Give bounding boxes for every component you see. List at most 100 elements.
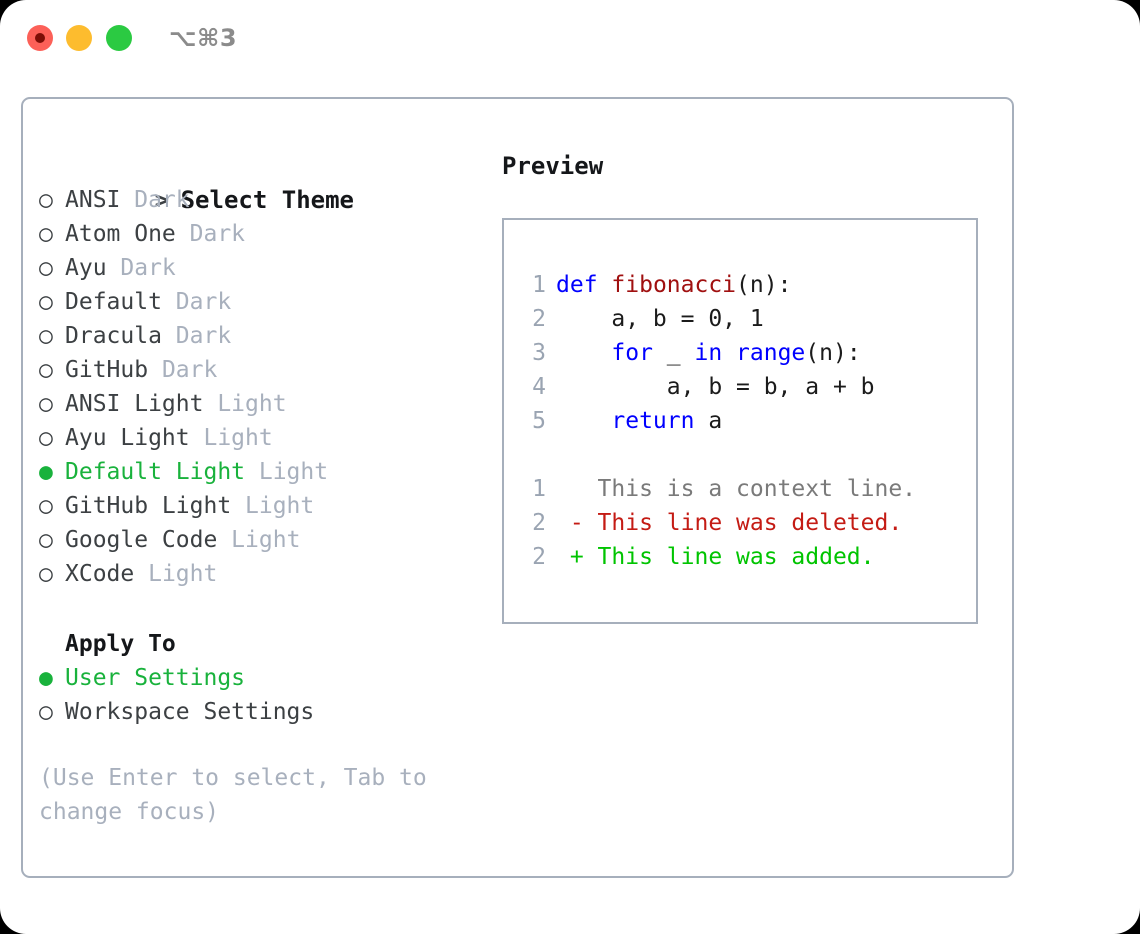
theme-variant-label: Dark bbox=[120, 187, 190, 213]
code-token bbox=[598, 272, 612, 298]
radio-unselected-icon: ○ bbox=[39, 561, 53, 587]
theme-list-item[interactable]: ○ Default Dark bbox=[39, 285, 489, 319]
preview-title: Preview bbox=[502, 152, 604, 180]
code-token: a, b = 0, 1 bbox=[556, 306, 764, 332]
diff-line: 2 + This line was added. bbox=[518, 540, 970, 574]
theme-name-label: ANSI bbox=[65, 187, 121, 213]
theme-list-item[interactable]: ○ GitHub Light Light bbox=[39, 489, 489, 523]
theme-name-label: XCode bbox=[65, 561, 135, 587]
close-icon bbox=[35, 33, 45, 43]
theme-list-item[interactable]: ●Default Light Light bbox=[39, 455, 489, 489]
theme-list[interactable]: ○ ANSI Dark ○ Atom One Dark ○ Ayu Dark ○ Defaul… bbox=[39, 183, 489, 591]
theme-name-label: Default Light bbox=[65, 459, 246, 485]
code-blank-line bbox=[518, 438, 970, 472]
line-number: 2 bbox=[532, 544, 546, 570]
theme-list-item[interactable]: ○ Ayu Light Light bbox=[39, 421, 489, 455]
section-spacer bbox=[39, 591, 489, 627]
theme-variant-label: Light bbox=[231, 493, 315, 519]
code-token: return bbox=[611, 408, 695, 434]
code-line: 1 def fibonacci(n): bbox=[518, 268, 970, 302]
theme-name-label: Ayu bbox=[65, 255, 107, 281]
line-number: 1 bbox=[532, 272, 546, 298]
code-token: def bbox=[556, 272, 598, 298]
code-line: 4 a, b = b, a + b bbox=[518, 370, 970, 404]
radio-unselected-icon: ○ bbox=[39, 699, 53, 725]
theme-list-item[interactable]: ○ Dracula Dark bbox=[39, 319, 489, 353]
theme-name-label: Ayu Light bbox=[65, 425, 190, 451]
apply-to-title: Apply To bbox=[65, 631, 176, 657]
radio-unselected-icon: ○ bbox=[39, 323, 53, 349]
apply-to-label: User Settings bbox=[65, 665, 246, 691]
code-token: (n): bbox=[736, 272, 792, 298]
theme-name-label: Atom One bbox=[65, 221, 176, 247]
radio-unselected-icon: ○ bbox=[39, 527, 53, 553]
line-number: 1 bbox=[532, 476, 546, 502]
radio-unselected-icon: ○ bbox=[39, 255, 53, 281]
apply-to-option[interactable]: ● User Settings bbox=[39, 661, 489, 695]
minimize-window-button[interactable] bbox=[66, 25, 92, 51]
theme-list-item[interactable]: ○ Atom One Dark bbox=[39, 217, 489, 251]
radio-unselected-icon: ○ bbox=[39, 425, 53, 451]
prompt-caret-icon: > bbox=[154, 186, 170, 214]
code-token: for bbox=[611, 340, 653, 366]
theme-variant-label: Light bbox=[203, 391, 287, 417]
theme-variant-label: Light bbox=[134, 561, 218, 587]
theme-list-item[interactable]: ○ANSI Light Light bbox=[39, 387, 489, 421]
theme-variant-label: Dark bbox=[175, 221, 246, 247]
theme-variant-label: Dark bbox=[161, 323, 232, 349]
theme-list-item[interactable]: ○ ANSI Dark bbox=[39, 183, 489, 217]
theme-name-label: GitHub Light bbox=[65, 493, 232, 519]
radio-unselected-icon: ○ bbox=[39, 289, 53, 315]
theme-name-label: Dracula bbox=[65, 323, 162, 349]
keyboard-shortcut-label: ⌥⌘3 bbox=[169, 24, 238, 52]
theme-variant-label: Dark bbox=[106, 255, 176, 281]
theme-name-label: Google Code bbox=[65, 527, 218, 553]
code-token: a, b = b, a + b bbox=[556, 374, 875, 400]
theme-selector-column: >Select Theme ○ANSI Dark○Atom One Dark○A… bbox=[39, 149, 489, 729]
theme-list-item[interactable]: ○ Ayu Dark bbox=[39, 251, 489, 285]
line-number: 3 bbox=[532, 340, 546, 366]
code-token: a bbox=[694, 408, 723, 434]
theme-name-label: GitHub bbox=[65, 357, 149, 383]
code-token: range bbox=[736, 340, 806, 366]
diff-line: 2 - This line was deleted. bbox=[518, 506, 970, 540]
diff-line: 1 This is a context line. bbox=[518, 472, 970, 506]
line-number: 2 bbox=[532, 510, 546, 536]
code-line: 3 for _ in range(n): bbox=[518, 336, 970, 370]
title-bar: ⌥⌘3 bbox=[0, 0, 1140, 78]
theme-variant-label: Dark bbox=[161, 289, 232, 315]
theme-variant-label: Light bbox=[217, 527, 301, 553]
theme-name-label: Default bbox=[65, 289, 162, 315]
radio-unselected-icon: ○ bbox=[39, 493, 53, 519]
apply-to-list[interactable]: ● User Settings ○ Workspace Settings bbox=[39, 661, 489, 729]
apply-to-option[interactable]: ○ Workspace Settings bbox=[39, 695, 489, 729]
code-token: in bbox=[694, 340, 723, 366]
code-token: _ bbox=[652, 340, 695, 366]
radio-unselected-icon: ○ bbox=[39, 221, 53, 247]
code-line: 5 return a bbox=[518, 404, 970, 438]
line-number: 5 bbox=[532, 408, 546, 434]
code-token: fibonacci bbox=[611, 272, 737, 298]
code-token bbox=[722, 340, 736, 366]
diff-text: This is a context line. bbox=[556, 476, 917, 502]
code-token: (n): bbox=[805, 340, 861, 366]
maximize-window-button[interactable] bbox=[106, 25, 132, 51]
apply-to-label: Workspace Settings bbox=[65, 699, 315, 725]
radio-unselected-icon: ○ bbox=[39, 187, 53, 213]
line-number: 4 bbox=[532, 374, 546, 400]
theme-variant-label: Light bbox=[189, 425, 273, 451]
theme-list-item[interactable]: ○GitHub Dark bbox=[39, 353, 489, 387]
radio-unselected-icon: ○ bbox=[39, 357, 53, 383]
select-theme-title: Select Theme bbox=[180, 186, 354, 214]
code-token bbox=[556, 408, 611, 434]
theme-list-item[interactable]: ○ Google Code Light bbox=[39, 523, 489, 557]
radio-unselected-icon: ○ bbox=[39, 391, 53, 417]
select-theme-header: > Select Theme bbox=[39, 149, 489, 214]
radio-selected-icon: ● bbox=[39, 665, 53, 691]
theme-list-item[interactable]: ○ XCode Light bbox=[39, 557, 489, 591]
keyboard-hint: (Use Enter to select, Tab to change focu… bbox=[39, 765, 441, 825]
